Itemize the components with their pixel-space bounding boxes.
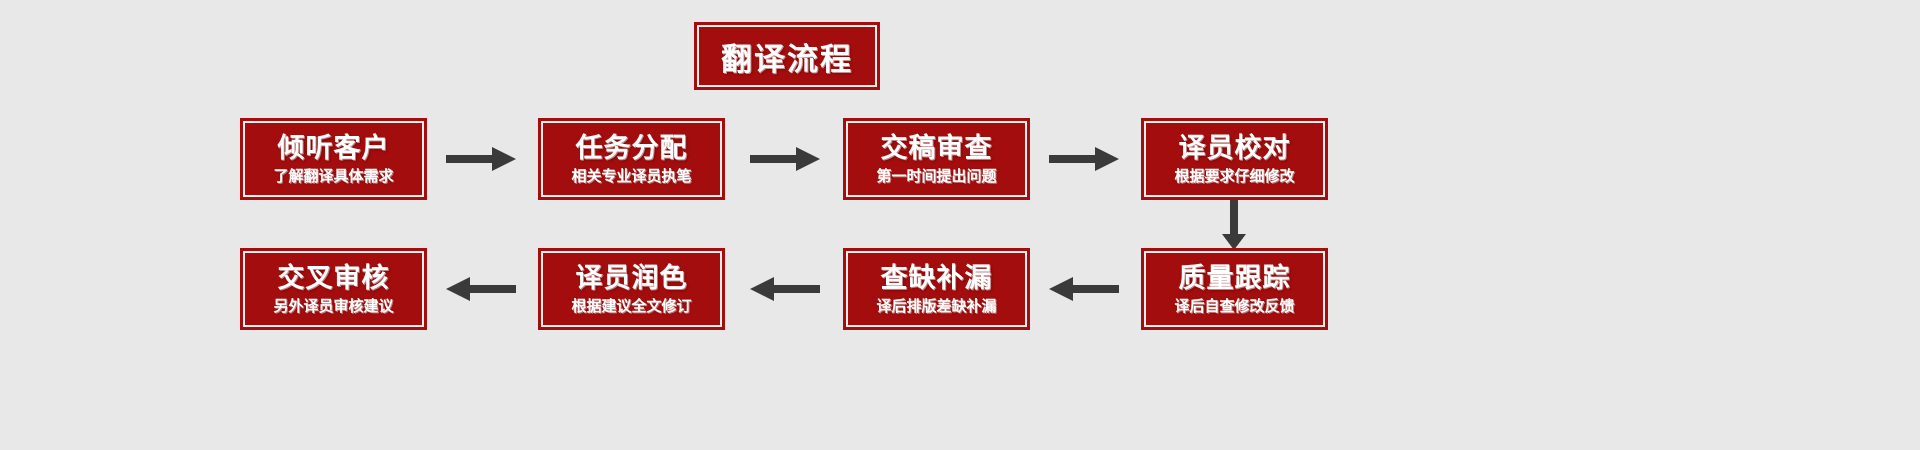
arrow-left-2-icon bbox=[748, 274, 822, 304]
process-node-4: 译员校对 根据要求仔细修改 bbox=[1141, 118, 1328, 200]
process-node-5-title: 质量跟踪 bbox=[1178, 262, 1291, 294]
process-node-7: 译员润色 根据建议全文修订 bbox=[538, 248, 725, 330]
process-node-2-subtitle: 相关专业译员执笔 bbox=[571, 166, 692, 185]
process-node-1: 倾听客户 了解翻译具体需求 bbox=[240, 118, 427, 200]
arrow-left-3-icon bbox=[444, 274, 518, 304]
process-node-2: 任务分配 相关专业译员执笔 bbox=[538, 118, 725, 200]
process-node-5: 质量跟踪 译后自查修改反馈 bbox=[1141, 248, 1328, 330]
process-node-6: 查缺补漏 译后排版差缺补漏 bbox=[843, 248, 1030, 330]
flowchart-title-text: 翻译流程 bbox=[721, 41, 853, 78]
process-node-5-subtitle: 译后自查修改反馈 bbox=[1174, 296, 1295, 315]
process-node-3: 交稿审查 第一时间提出问题 bbox=[843, 118, 1030, 200]
flowchart-title-box: 翻译流程 bbox=[694, 22, 880, 90]
process-node-8: 交叉审核 另外译员审核建议 bbox=[240, 248, 427, 330]
arrow-right-1-icon bbox=[444, 144, 518, 174]
arrow-down-1-icon bbox=[1214, 198, 1254, 252]
process-node-6-subtitle: 译后排版差缺补漏 bbox=[876, 296, 997, 315]
process-node-3-subtitle: 第一时间提出问题 bbox=[876, 166, 997, 185]
process-node-1-subtitle: 了解翻译具体需求 bbox=[273, 166, 394, 185]
arrow-right-2-icon bbox=[748, 144, 822, 174]
process-node-3-title: 交稿审查 bbox=[880, 132, 993, 164]
process-node-6-title: 查缺补漏 bbox=[880, 262, 993, 294]
arrow-left-1-icon bbox=[1047, 274, 1121, 304]
process-node-2-title: 任务分配 bbox=[575, 132, 688, 164]
process-node-7-subtitle: 根据建议全文修订 bbox=[571, 296, 692, 315]
process-node-8-title: 交叉审核 bbox=[277, 262, 390, 294]
process-node-4-subtitle: 根据要求仔细修改 bbox=[1174, 166, 1295, 185]
process-node-8-subtitle: 另外译员审核建议 bbox=[273, 296, 394, 315]
process-node-4-title: 译员校对 bbox=[1178, 132, 1291, 164]
arrow-right-3-icon bbox=[1047, 144, 1121, 174]
process-node-7-title: 译员润色 bbox=[575, 262, 688, 294]
process-node-1-title: 倾听客户 bbox=[277, 132, 390, 164]
